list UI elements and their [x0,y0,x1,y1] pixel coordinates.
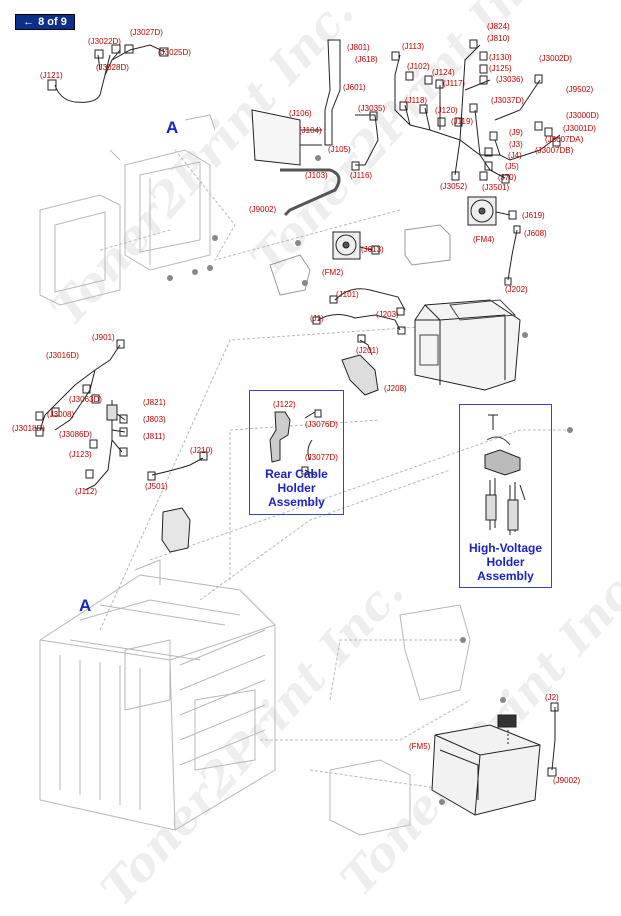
left-arrow-icon: ← [23,16,35,28]
connector-label: (J824) [487,22,510,31]
previous-page-button[interactable]: ← 8 of 9 [15,14,75,30]
connector-label: (FM4) [473,235,495,244]
connector-label: (J125) [489,64,512,73]
assembly-label-line: Assembly [477,569,534,583]
connector-label: (J122) [273,400,296,409]
connector-label: (J130) [489,53,512,62]
connector-label: (J117) [443,79,466,88]
connector-label: (J3000D) [566,111,599,120]
connector-label: (J3028D) [96,63,129,72]
connector-label: (J104) [299,126,322,135]
connector-label: (J3086D) [59,430,92,439]
connector-label: (J201) [356,346,379,355]
assembly-label-line: Assembly [268,495,325,509]
rear-cable-holder-assembly-box [249,390,344,515]
connector-label: (J3007DB) [535,146,574,155]
connector-label: (J618) [355,55,378,64]
connector-label: (J3) [509,140,523,149]
connector-label: (J9) [509,128,523,137]
exploded-parts-diagram [35,39,573,836]
connector-label: (FM5) [409,742,431,751]
connector-label: (J821) [143,398,166,407]
connector-label: (J608) [524,229,547,238]
connector-label: (J120) [435,106,458,115]
connector-label: (J2) [545,693,559,702]
page-indicator: 8 of 9 [38,16,67,28]
connector-label: (J613) [361,245,384,254]
connector-label: (J3022D) [88,37,121,46]
connector-label: (J116) [350,171,373,180]
connector-label: (J103) [305,171,328,180]
assembly-label-line: Holder [277,481,316,495]
high-voltage-holder-assembly-label: High-Voltage Holder Assembly [459,541,552,583]
connector-label: (J3037D) [491,96,524,105]
connector-label: (J801) [347,43,370,52]
assembly-label-line: Holder [486,555,525,569]
connector-label: (J121) [40,71,63,80]
connector-label: (J210) [190,446,213,455]
connector-label: (J9002) [249,205,277,214]
connector-label: (J9502) [566,85,594,94]
connector-label: (FM2) [322,268,344,277]
marker-a-bottom: A [79,596,92,615]
connector-label: (J203) [376,310,399,319]
connector-label: (J105) [328,145,351,154]
assembly-label-line: High-Voltage [468,541,543,555]
connector-label: (J3076D) [305,420,338,429]
connector-label: (J9002) [553,776,581,785]
connector-label: (J803) [143,415,166,424]
connector-label: (J901) [92,333,115,342]
connector-label: (J3501) [482,183,510,192]
connector-label: (J4) [508,151,522,160]
connector-label: (J101) [336,290,359,299]
connector-label: (J119) [451,117,474,126]
marker-a-top: A [166,118,179,137]
connector-label: (J3018D) [12,424,45,433]
connector-label: (J3008) [47,410,75,419]
connector-label: (J113) [402,42,425,51]
connector-label: (J1) [310,314,324,323]
rear-cable-holder-assembly-label: Rear Cable Holder Assembly [251,467,342,509]
connector-label: (J3036) [496,75,524,84]
connector-label: (J3063D) [69,395,102,404]
connector-label: (J619) [522,211,545,220]
connector-label: (J3016D) [46,351,79,360]
connector-label: (J106) [289,109,312,118]
high-voltage-holder-assembly-box [459,404,552,588]
connector-label: (J3077D) [305,453,338,462]
connector-label: (J501) [145,482,168,491]
connector-label: (J3025D) [158,48,191,57]
connector-label: (J3001D) [563,124,596,133]
connector-label: (J124) [432,68,455,77]
connector-label: (J3007DA) [545,135,584,144]
connector-label: (J118) [405,96,428,105]
connector-label: (J112) [75,487,98,496]
connector-label: (J5) [505,162,519,171]
connector-label: (J102) [407,62,430,71]
connector-label: (J202) [505,285,528,294]
connector-label: (J123) [69,450,92,459]
connector-label: (J811) [143,432,166,441]
connector-label: (J70) [498,173,517,182]
connector-label: (J3027D) [130,28,163,37]
connector-label: (J601) [343,83,366,92]
connector-label: (J3002D) [539,54,572,63]
connector-label: (J810) [487,34,510,43]
connector-label: (J3052) [440,182,468,191]
connector-label: (J3035) [358,104,386,113]
connector-label: (J208) [384,384,407,393]
assembly-label-line: Rear Cable [265,467,328,481]
